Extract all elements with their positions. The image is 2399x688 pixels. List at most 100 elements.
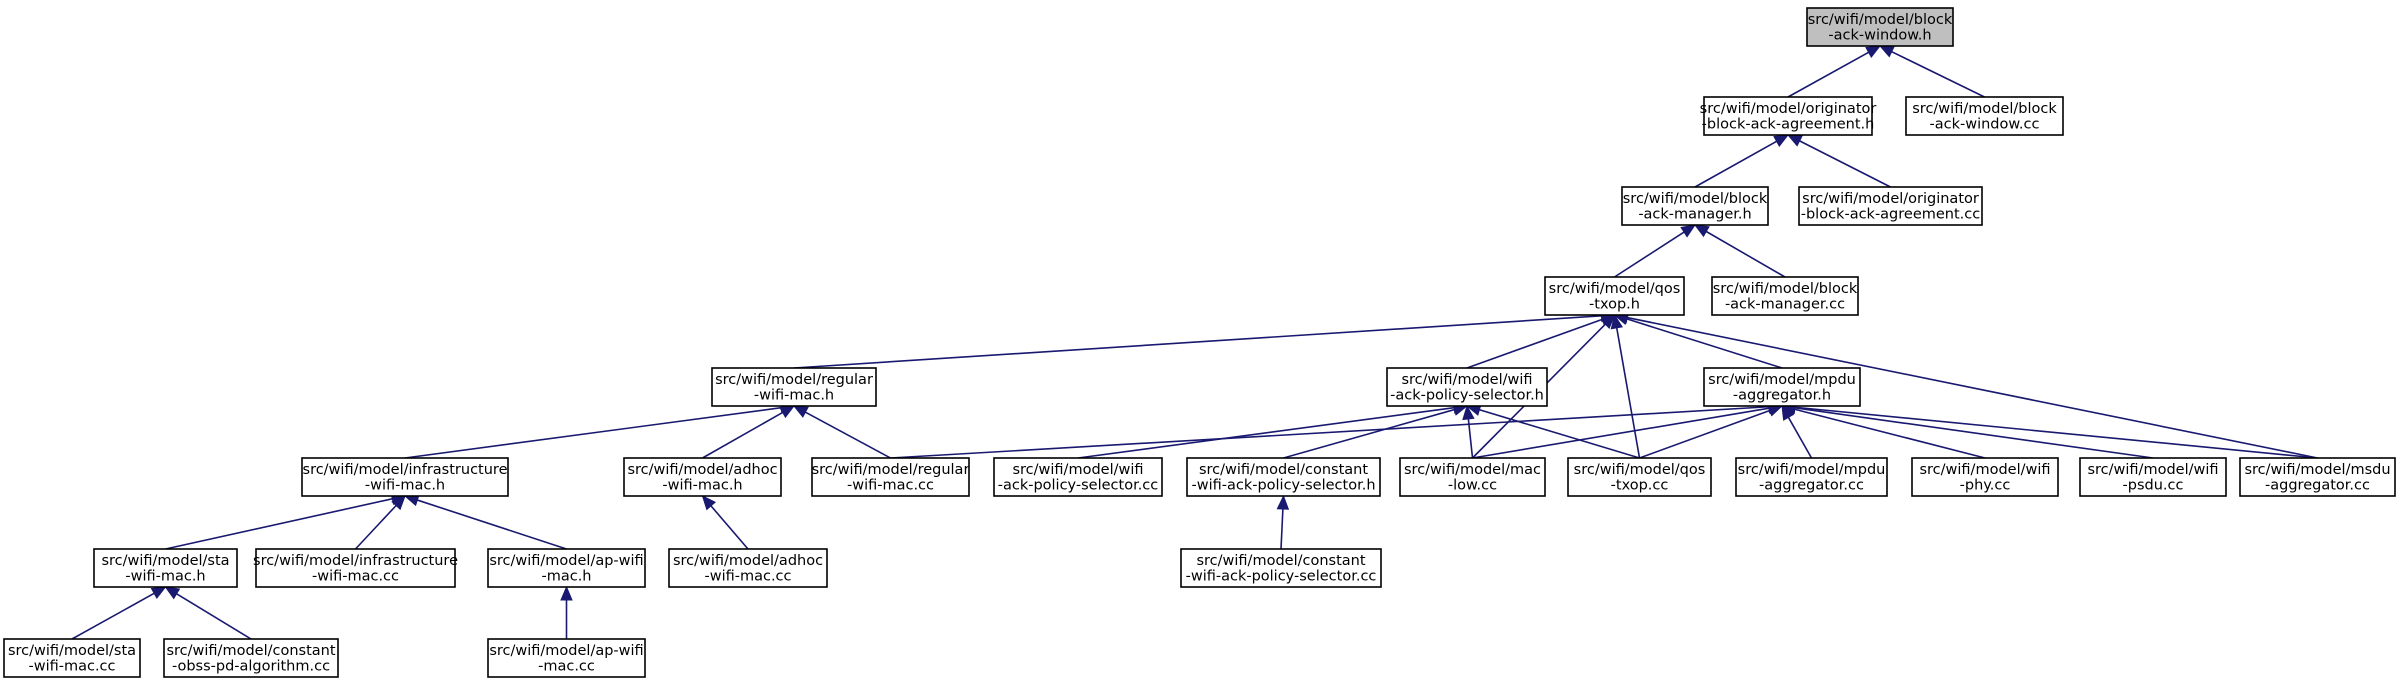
dependency-edge-bamh-to-obaah — [1694, 134, 1790, 188]
file-node-src-wifi-model-constant-wifi-ack-policy-selector-cc[interactable]: src/wifi/model/constant-wifi-ack-policy-… — [1180, 548, 1382, 588]
file-node-src-wifi-model-block-ack-manager-cc[interactable]: src/wifi/model/block-ack-manager.cc — [1711, 276, 1859, 316]
node-label-line: src/wifi/model/mac — [1404, 462, 1541, 478]
file-node-src-wifi-model-regular-wifi-mac-cc[interactable]: src/wifi/model/regular-wifi-mac.cc — [811, 457, 970, 497]
file-node-src-wifi-model-regular-wifi-mac-h[interactable]: src/wifi/model/regular-wifi-mac.h — [711, 367, 877, 407]
node-label-line: -wifi-mac.h — [125, 569, 205, 585]
file-node-src-wifi-model-originator-block-ack-agreement-cc[interactable]: src/wifi/model/originator-block-ack-agre… — [1798, 186, 1983, 226]
node-label-line: -wifi-ack-policy-selector.h — [1191, 478, 1375, 494]
node-box — [2079, 457, 2227, 497]
edge-line — [793, 315, 1602, 369]
node-label-line: -block-ack-agreement.cc — [1801, 207, 1981, 223]
edge-line — [354, 504, 397, 550]
edge-line — [1705, 230, 1786, 278]
edge-line — [1283, 408, 1455, 459]
node-label-line: -wifi-mac.cc — [704, 569, 791, 585]
file-node-src-wifi-model-ap-wifi-mac-cc[interactable]: src/wifi/model/ap-wifi-mac.cc — [487, 638, 646, 678]
node-label-line: -ack-manager.h — [1638, 207, 1751, 223]
file-node-src-wifi-model-wifi-phy-cc[interactable]: src/wifi/model/wifi-phy.cc — [1911, 457, 2059, 497]
file-node-src-wifi-model-sta-wifi-mac-cc[interactable]: src/wifi/model/sta-wifi-mac.cc — [3, 638, 141, 678]
node-label-line: -wifi-ack-policy-selector.cc — [1186, 569, 1377, 585]
node-box — [1621, 186, 1769, 226]
node-label-line: src/wifi/model/wifi — [1919, 462, 2050, 478]
node-box — [1703, 96, 1873, 136]
file-node-src-wifi-model-constant-obss-pd-algorithm-cc[interactable]: src/wifi/model/constant-obss-pd-algorith… — [163, 638, 339, 678]
file-node-src-wifi-model-mpdu-aggregator-h[interactable]: src/wifi/model/mpdu-aggregator.h — [1703, 367, 1861, 407]
arrowhead-icon — [391, 495, 406, 511]
dependency-edge-apwmcc-to-apwmh — [560, 585, 573, 639]
dependency-edge-bawcc-to-bawh — [1878, 45, 1985, 98]
edge-line — [1787, 416, 1813, 459]
file-node-src-wifi-model-mpdu-aggregator-cc[interactable]: src/wifi/model/mpdu-aggregator.cc — [1735, 457, 1888, 497]
arrowhead-icon — [1610, 313, 1623, 330]
file-node-src-wifi-model-wifi-ack-policy-selector-cc[interactable]: src/wifi/model/wifi-ack-policy-selector.… — [993, 457, 1163, 497]
file-node-src-wifi-model-block-ack-window-cc[interactable]: src/wifi/model/block-ack-window.cc — [1905, 96, 2064, 136]
node-box — [1544, 276, 1685, 316]
node-label-line: src/wifi/model/constant — [1196, 553, 1365, 569]
dependency-edge-swmcc-to-swmh — [71, 586, 167, 640]
node-box — [301, 457, 509, 497]
dependency-edge-cwapsh-to-wapsh — [1283, 403, 1469, 459]
file-node-src-wifi-model-wifi-psdu-cc[interactable]: src/wifi/model/wifi-psdu.cc — [2079, 457, 2227, 497]
node-box — [1806, 7, 1954, 47]
node-box — [1911, 457, 2059, 497]
file-node-src-wifi-model-qos-txop-cc[interactable]: src/wifi/model/qos-txop.cc — [1567, 457, 1712, 497]
node-box — [2239, 457, 2396, 497]
edge-line — [1891, 50, 1985, 98]
node-box — [1798, 186, 1983, 226]
file-node-src-wifi-model-mac-low-cc[interactable]: src/wifi/model/mac-low.cc — [1399, 457, 1546, 497]
file-node-src-wifi-model-ap-wifi-mac-h[interactable]: src/wifi/model/ap-wifi-mac.h — [487, 548, 646, 588]
node-label-line: src/wifi/model/block — [1623, 191, 1768, 207]
arrowhead-icon — [779, 405, 796, 419]
node-label-line: src/wifi/model/mpdu — [1738, 462, 1886, 478]
node-box — [1399, 457, 1546, 497]
node-label-line: -ack-window.h — [1828, 28, 1931, 44]
node-box — [993, 457, 1163, 497]
file-node-src-wifi-model-originator-block-ack-agreement-h[interactable]: src/wifi/model/originator-block-ack-agre… — [1700, 96, 1877, 136]
node-box — [1386, 367, 1548, 407]
node-label-line: -aggregator.h — [1733, 388, 1831, 404]
file-node-src-wifi-model-adhoc-wifi-mac-cc[interactable]: src/wifi/model/adhoc-wifi-mac.cc — [668, 548, 828, 588]
arrowhead-icon — [1680, 224, 1697, 238]
dependency-edge-qtcc-to-qth — [1610, 313, 1641, 459]
edge-line — [404, 406, 782, 459]
node-label-line: -wifi-mac.cc — [847, 478, 934, 494]
node-label-line: src/wifi/model/originator — [1700, 101, 1877, 117]
node-label-line: src/wifi/model/wifi — [1401, 372, 1532, 388]
file-node-src-wifi-model-msdu-aggregator-cc[interactable]: src/wifi/model/msdu-aggregator.cc — [2239, 457, 2396, 497]
edge-line — [1479, 408, 1640, 459]
edge-line — [1799, 140, 1891, 188]
node-label-line: src/wifi/model/wifi — [2087, 462, 2218, 478]
node-box — [163, 638, 339, 678]
node-label-line: src/wifi/model/regular — [812, 462, 970, 478]
dependency-edge-rwmcc-to-mah — [890, 400, 1784, 459]
node-label-line: -wifi-mac.cc — [312, 569, 399, 585]
arrowhead-icon — [1462, 404, 1475, 421]
dependency-edge-wapsh-to-qth — [1466, 313, 1616, 369]
node-box — [668, 548, 828, 588]
node-label-line: src/wifi/model/qos — [1574, 462, 1706, 478]
dependency-edge-iwmcc-to-iwmh — [354, 495, 406, 550]
file-node-src-wifi-model-block-ack-manager-h[interactable]: src/wifi/model/block-ack-manager.h — [1621, 186, 1769, 226]
node-label-line: -mac.cc — [538, 659, 595, 675]
file-node-src-wifi-model-adhoc-wifi-mac-h[interactable]: src/wifi/model/adhoc-wifi-mac.h — [623, 457, 782, 497]
file-node-src-wifi-model-wifi-ack-policy-selector-h[interactable]: src/wifi/model/wifi-ack-policy-selector.… — [1386, 367, 1548, 407]
node-label-line: -ack-manager.cc — [1725, 297, 1845, 313]
file-node-src-wifi-model-infrastructure-wifi-mac-cc[interactable]: src/wifi/model/infrastructure-wifi-mac.c… — [253, 548, 458, 588]
node-box — [1567, 457, 1712, 497]
file-node-src-wifi-model-block-ack-window-h[interactable]: src/wifi/model/block-ack-window.h — [1806, 7, 1954, 47]
node-label-line: src/wifi/model/constant — [1199, 462, 1368, 478]
node-box — [1180, 548, 1382, 588]
edge-line — [1467, 418, 1474, 459]
node-box — [1905, 96, 2064, 136]
file-node-src-wifi-model-sta-wifi-mac-h[interactable]: src/wifi/model/sta-wifi-mac.h — [93, 548, 238, 588]
node-label-line: src/wifi/model/sta — [8, 643, 136, 659]
node-label-line: -block-ack-agreement.h — [1702, 117, 1875, 133]
file-node-src-wifi-model-constant-wifi-ack-policy-selector-h[interactable]: src/wifi/model/constant-wifi-ack-policy-… — [1186, 457, 1381, 497]
node-label-line: -psdu.cc — [2123, 478, 2184, 494]
dependency-edge-rwmcc-to-rwmh — [792, 405, 891, 459]
file-node-src-wifi-model-qos-txop-h[interactable]: src/wifi/model/qos-txop.h — [1544, 276, 1685, 316]
file-node-src-wifi-model-infrastructure-wifi-mac-h[interactable]: src/wifi/model/infrastructure-wifi-mac.h — [301, 457, 509, 497]
edge-line — [710, 505, 749, 550]
arrowhead-icon — [792, 405, 809, 418]
node-label-line: -txop.cc — [1611, 478, 1669, 494]
